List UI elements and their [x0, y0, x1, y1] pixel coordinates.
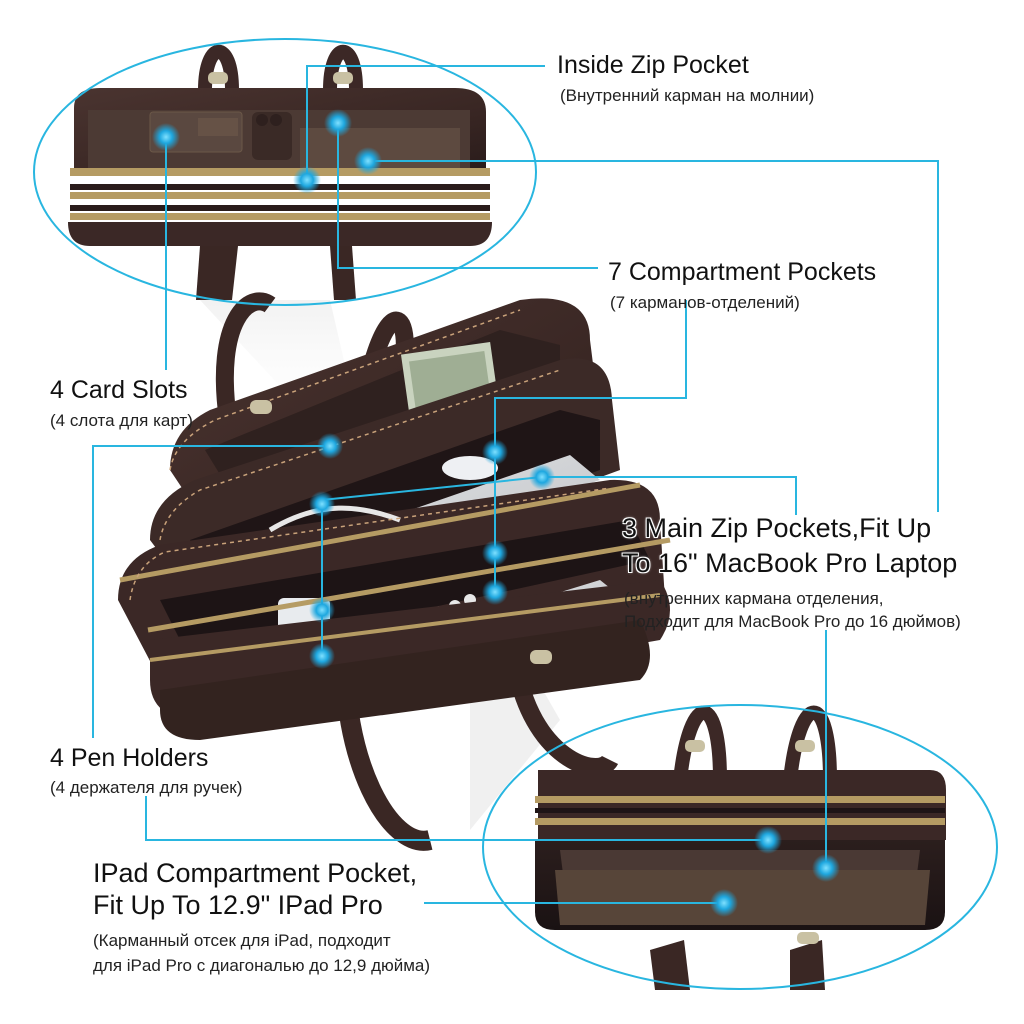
main-zip-subtitle-line2: Подходит для MacBook Pro до 16 дюймов): [624, 612, 961, 631]
compartments-title: 7 Compartment Pockets: [608, 258, 877, 286]
main-zip-title-line1: 3 Main Zip Pockets,Fit Up: [622, 513, 932, 543]
card-slots-subtitle: (4 слота для карт): [50, 411, 193, 430]
top-detail-view: [68, 45, 492, 300]
callout-line-pen-holders: [92, 445, 330, 738]
main-zip-title-line2: To 16" MacBook Pro Laptop: [622, 548, 958, 578]
zip-pocket-title: Inside Zip Pocket: [557, 51, 749, 79]
callout-line-zip-pocket: [306, 65, 545, 180]
main-zip-subtitle-line1: (внутренних кармана отделения,: [624, 589, 884, 608]
ipad-subtitle-line1: (Карманный отсек для iPad, подходит: [93, 931, 391, 950]
ipad-title-line1: IPad Compartment Pocket,: [93, 858, 418, 888]
ipad-title-line2: Fit Up To 12.9" IPad Pro: [93, 890, 383, 920]
callout-line-main-zip: [368, 160, 939, 512]
callout-line-pen-holders-2: [145, 796, 768, 841]
bottom-zoom-ring: [482, 704, 998, 990]
card-slots-title: 4 Card Slots: [50, 376, 188, 404]
callout-line-main-zip-2: [542, 476, 797, 515]
compartments-subtitle: (7 карманов-отделений): [610, 293, 800, 312]
callout-dots: [152, 109, 840, 917]
main-briefcase: [118, 292, 671, 851]
pen-holders-title: 4 Pen Holders: [50, 744, 209, 772]
top-handle-right: [323, 45, 363, 91]
top-zoom-ring: [33, 38, 537, 306]
ipad-subtitle-line2: для iPad Pro с диагональю до 12,9 дюйма): [93, 956, 431, 975]
bottom-detail-view: [535, 705, 946, 990]
callout-line-compartments-2: [494, 300, 687, 452]
callout-line-compartments: [337, 123, 598, 269]
pen-holders-subtitle: (4 держателя для ручек): [50, 778, 243, 797]
top-handle-left: [198, 45, 239, 91]
zip-pocket-subtitle: (Внутренний карман на молнии): [560, 86, 815, 105]
